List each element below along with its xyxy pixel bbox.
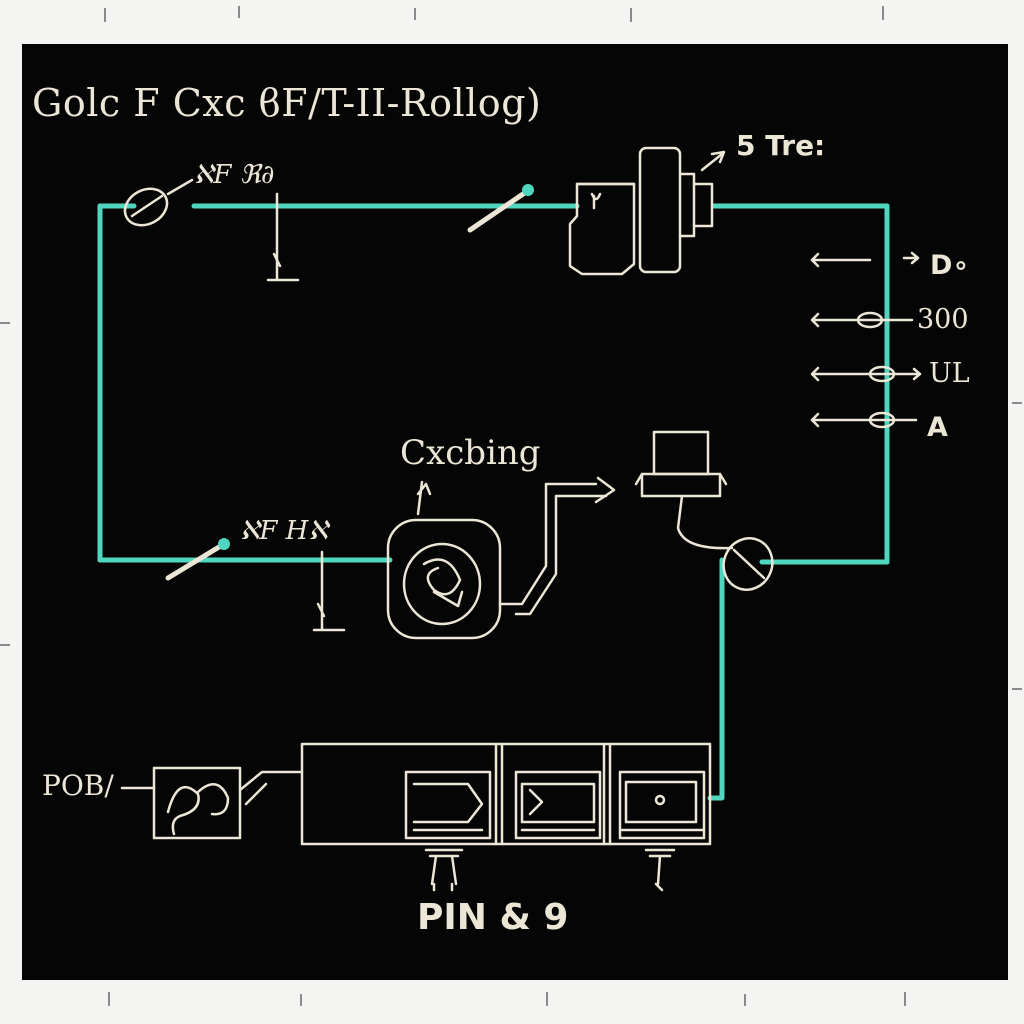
label-pob: POB/ xyxy=(42,769,114,802)
module-cell-1 xyxy=(404,770,492,840)
frame-tick xyxy=(882,6,884,20)
switch-top xyxy=(467,189,529,233)
frame-tick xyxy=(1012,402,1022,404)
diagram-title: Golc F Cxc ϐF/T-II-Rollog) xyxy=(32,81,542,125)
switch-bottom xyxy=(165,541,227,581)
motor-assembly xyxy=(568,182,636,276)
frame-tick xyxy=(0,644,10,646)
frame-tick xyxy=(546,992,548,1006)
frame-tick xyxy=(414,8,416,20)
pob-sensor-box xyxy=(152,766,242,840)
label-glyph-upper: ℵF ℜ∂ xyxy=(194,160,275,190)
switch-top-node xyxy=(522,184,534,196)
feed-line xyxy=(498,482,608,616)
lamp-top-left xyxy=(123,187,169,227)
label-port-300: 300 xyxy=(917,304,969,335)
label-pin: PIN & 9 xyxy=(417,897,569,938)
frame-tick xyxy=(1012,688,1022,690)
frame-tick xyxy=(104,8,106,22)
frame-tick xyxy=(108,992,110,1006)
lamp-bottom-right xyxy=(722,537,774,591)
pin-connector-right xyxy=(644,848,676,892)
frame-tick xyxy=(300,994,302,1006)
arrow-ul xyxy=(810,366,922,382)
label-port-a: A xyxy=(927,412,948,443)
coil-unit xyxy=(386,518,502,640)
arrow-a xyxy=(810,412,918,428)
switch-bottom-node xyxy=(218,538,230,550)
frame-tick xyxy=(904,992,906,1006)
module-cell-2 xyxy=(514,770,602,840)
frame-tick xyxy=(238,6,240,18)
wire-down-to-module xyxy=(707,557,725,801)
frame-tick xyxy=(630,8,632,22)
ground-probe-top xyxy=(266,192,300,282)
schematic-board: Golc F Cxc ϐF/T-II-Rollog) 5 Tre: D∘ 300… xyxy=(22,44,1008,980)
module-strip xyxy=(300,742,712,846)
frame-tick xyxy=(744,994,746,1006)
arrow-to-5tre xyxy=(700,152,724,172)
schematic-diagram xyxy=(97,146,922,892)
label-glyph-lower: ℵF Hℵ xyxy=(240,516,328,546)
arrow-300 xyxy=(810,312,914,328)
module-cell-3 xyxy=(618,770,706,840)
label-5-tre: 5 Tre: xyxy=(736,129,826,162)
ground-probe-bottom xyxy=(312,550,346,632)
motor-flywheel xyxy=(638,146,682,274)
label-cxcbing: Cxcbing xyxy=(400,433,541,473)
valve-block xyxy=(652,430,710,476)
label-port-ul: UL xyxy=(929,358,970,389)
frame-tick xyxy=(0,322,10,324)
pin-connector-left xyxy=(424,848,464,892)
label-port-do: D∘ xyxy=(930,250,970,281)
arrow-do xyxy=(810,251,920,268)
